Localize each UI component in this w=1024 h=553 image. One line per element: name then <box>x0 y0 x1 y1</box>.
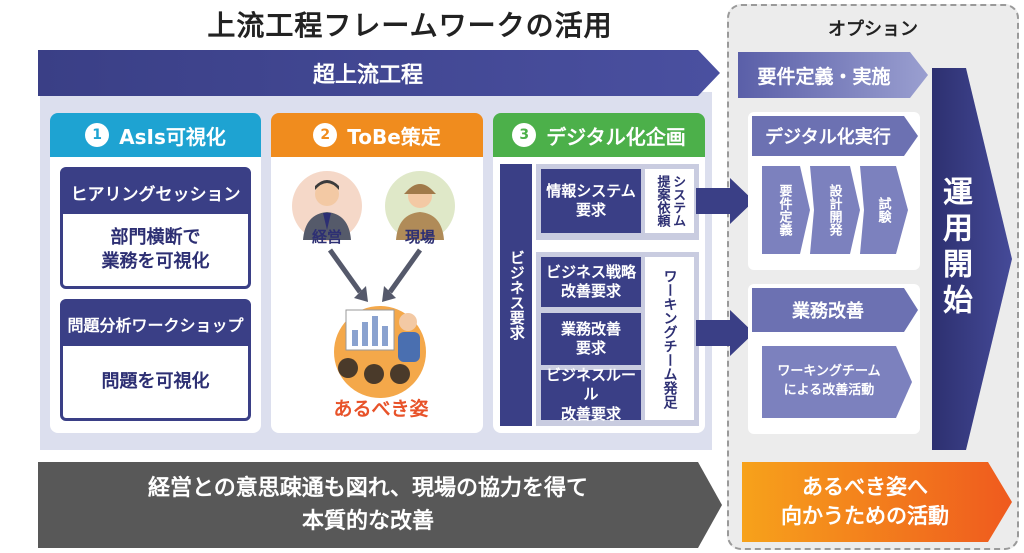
future-banner-label: あるべき姿へ 向かうための活動 <box>781 474 949 528</box>
step-label: 要件定義 <box>776 184 792 236</box>
tobe-converge-arrows <box>327 248 423 302</box>
upstream-banner-label: 超上流工程 <box>312 63 423 88</box>
future-banner-arrow <box>742 462 1012 542</box>
digital-header: 3 デジタル化企画 <box>493 113 705 157</box>
bottom-banner-arrow <box>38 462 722 548</box>
tobe-step-number: 2 <box>313 123 338 147</box>
working-team-label: ワーキングチーム発足 <box>661 268 678 409</box>
info-system-requirement: 情報システム 要求 <box>541 169 641 233</box>
business-improvement-title: 業務改善 <box>792 301 864 322</box>
business-improvement-activity-arrow <box>762 346 912 418</box>
step-requirements-definition: 要件定義 <box>762 166 806 254</box>
operation-start-label: 運用開始 <box>937 176 972 320</box>
business-requirements-label: ビジネス要求 <box>507 250 526 340</box>
worker-person-icon <box>385 171 455 241</box>
asis-card-hearing: ヒアリングセッション 部門横断で 業務を可視化 <box>60 167 251 289</box>
executive-label: 経営 <box>311 227 342 246</box>
working-team-box: ワーキングチーム発足 <box>645 257 694 420</box>
executive-person-icon <box>292 171 362 241</box>
arrow-to-digital-exec <box>696 178 754 224</box>
digital-exec-title: デジタル化実行 <box>765 127 891 148</box>
operation-start-arrow <box>932 68 1012 450</box>
business-improvement-requirement: 業務改善 要求 <box>541 313 641 365</box>
requirements-banner-label: 要件定義・実施 <box>757 65 891 88</box>
system-proposal-box: システム 提案依頼 <box>645 169 694 233</box>
requirements-banner-arrow <box>738 52 928 98</box>
card-heading: 問題分析ワークショップ <box>63 302 248 346</box>
tobe-title: ToBe策定 <box>347 124 441 149</box>
operation-start-box: 運用開始 <box>932 148 976 348</box>
step-testing: 試験 <box>862 166 904 254</box>
asis-step-number: 1 <box>85 123 110 147</box>
strategy-requirement: ビジネス戦略 改善要求 <box>541 257 641 307</box>
step-label: 試験 <box>875 197 891 223</box>
business-rule-requirement: ビジネスルール 改善要求 <box>541 366 641 423</box>
asis-card-workshop: 問題分析ワークショップ 問題を可視化 <box>60 299 251 421</box>
digital-title: デジタル化企画 <box>546 124 686 149</box>
meeting-scene-icon <box>334 306 426 398</box>
asis-header: 1 AsIs可視化 <box>50 113 261 157</box>
tobe-header: 2 ToBe策定 <box>271 113 483 157</box>
worker-label: 現場 <box>404 227 435 246</box>
digital-exec-header-arrow <box>752 116 918 156</box>
step-design-development: 設計開発 <box>812 166 856 254</box>
page-title: 上流工程フレームワークの活用 <box>207 9 613 42</box>
option-label: オプション <box>828 19 918 40</box>
business-improvement-activity: ワーキングチーム による改善活動 <box>777 364 881 398</box>
card-body: 問題を可視化 <box>101 370 210 392</box>
bottom-banner-label: 経営との意思疎通も図れ、現場の協力を得て 本質的な改善 <box>147 476 588 534</box>
business-requirements-bar: ビジネス要求 <box>500 164 532 426</box>
business-improvement-header-arrow <box>752 288 918 332</box>
step-label: 設計開発 <box>826 184 842 236</box>
system-proposal-label: システム 提案依頼 <box>654 175 686 227</box>
arrow-to-business-improvement <box>696 310 754 356</box>
digital-exec-steps-arrows <box>762 166 908 254</box>
card-body: 部門横断で 業務を可視化 <box>101 226 210 272</box>
card-heading: ヒアリングセッション <box>63 170 248 214</box>
tobe-result-label: あるべき姿 <box>333 397 429 420</box>
upstream-banner-arrow <box>38 50 720 96</box>
digital-step-number: 3 <box>512 123 537 147</box>
asis-title: AsIs可視化 <box>119 124 226 149</box>
